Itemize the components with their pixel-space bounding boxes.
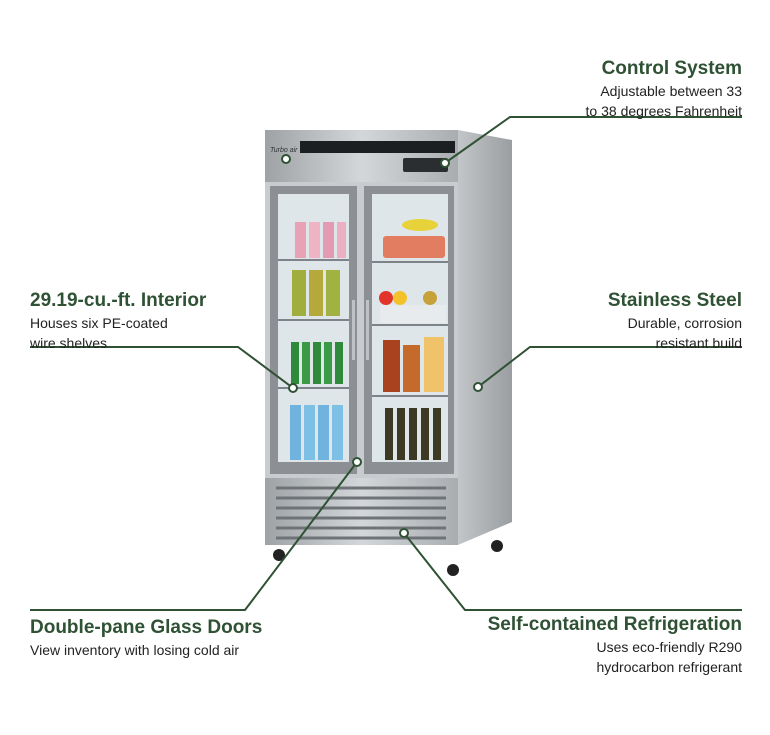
right-handle bbox=[366, 300, 369, 360]
left-contents bbox=[290, 222, 346, 460]
brand-logo: Turbo air bbox=[270, 147, 298, 154]
right-contents bbox=[379, 219, 446, 460]
callout-desc-line1: Houses six PE-coated bbox=[30, 315, 168, 331]
casters bbox=[273, 540, 503, 576]
callout-desc-line2: hydrocarbon refrigerant bbox=[596, 659, 742, 675]
callout-dots bbox=[281, 154, 483, 538]
callout-desc-line1: Adjustable between 33 bbox=[600, 83, 742, 99]
callout-desc-line2: wire shelves bbox=[30, 335, 108, 351]
callout-stainless: Stainless Steel Durable, corrosion resis… bbox=[608, 290, 742, 352]
callout-title: Stainless Steel bbox=[607, 290, 742, 311]
left-handle bbox=[352, 300, 355, 360]
callout-glass-doors: Double-pane Glass Doors View inventory w… bbox=[30, 617, 262, 659]
cabinet-side bbox=[458, 130, 512, 545]
callout-control-system: Control System Adjustable between 33 to … bbox=[586, 58, 742, 120]
control-panel-strip bbox=[300, 141, 455, 153]
callout-refrigeration: Self-contained Refrigeration Uses eco-fr… bbox=[488, 614, 742, 676]
vent-grille bbox=[276, 486, 446, 540]
callout-interior: 29.19-cu.-ft. Interior Houses six PE-coa… bbox=[30, 290, 206, 352]
callout-title: Control System bbox=[601, 58, 742, 79]
callout-lines bbox=[30, 116, 742, 611]
callout-desc-line1: View inventory with losing cold air bbox=[30, 642, 240, 658]
callout-title: Double-pane Glass Doors bbox=[30, 617, 263, 638]
callout-title: Self-contained Refrigeration bbox=[487, 614, 742, 635]
temperature-display bbox=[403, 158, 448, 172]
cabinet-header bbox=[265, 130, 458, 182]
right-shelves bbox=[372, 261, 448, 397]
callout-desc-line1: Uses eco-friendly R290 bbox=[596, 639, 742, 655]
callout-desc-line1: Durable, corrosion bbox=[627, 315, 742, 331]
callout-desc-line2: resistant build bbox=[655, 335, 742, 351]
callout-title: 29.19-cu.-ft. Interior bbox=[30, 290, 207, 311]
callout-desc-line2: to 38 degrees Fahrenheit bbox=[585, 103, 742, 119]
